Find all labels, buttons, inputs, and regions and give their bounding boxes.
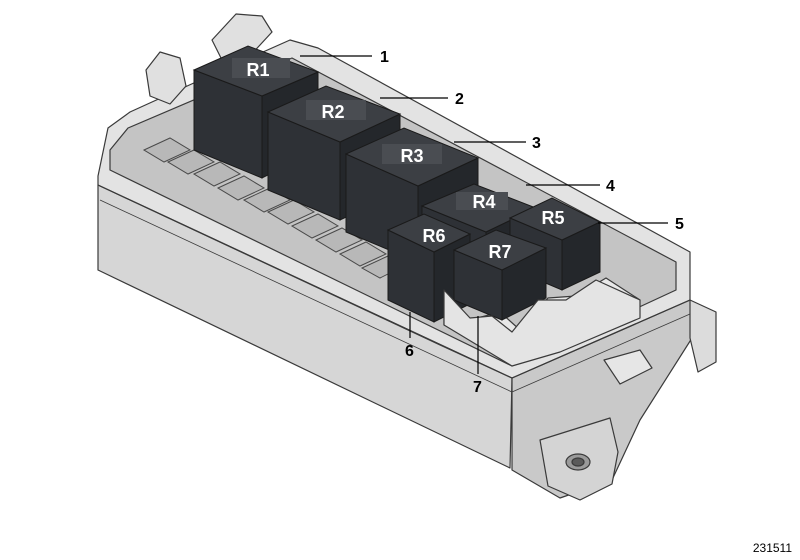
relay-r1-label-plate [232,58,290,78]
fuse-slot [290,213,340,239]
relay-r4-label-plate [456,192,508,210]
callout-number-5: 5 [675,216,684,233]
housing-lip-line [97,184,691,379]
relay-r1-label: R1 [246,60,269,80]
fuse-slot [192,161,242,187]
relay-r6-label: R6 [422,226,445,246]
callout-number-2: 2 [455,91,464,108]
mounting-hole-inner [571,457,585,467]
fuse-slot [266,199,316,225]
callouts [300,55,668,374]
relay-r7-top [452,229,548,271]
fuse-slots [142,137,406,279]
diagram-id: 231511 [753,541,792,555]
fuse-slot [142,137,192,163]
callout-number-7: 7 [473,379,482,396]
relay-r5-label: R5 [541,208,564,228]
relay-r7-label: R7 [488,242,511,262]
callout-number-1: 1 [380,49,389,66]
fuse-slot [166,149,216,175]
housing-lip-line-lower [99,199,691,393]
callout-number-4: 4 [606,178,615,195]
relay-r6-top [386,213,472,253]
relay-r5-top [508,197,602,241]
relay-r3-label: R3 [400,146,423,166]
relay-r4-label: R4 [472,192,495,212]
fuse-slot [216,175,266,201]
callout-numbers: 1 2 3 4 5 6 7 [380,49,684,396]
front-socket-lip [443,279,641,367]
relay-r7: R7 [452,229,548,321]
left-clip-tab [145,51,187,105]
relay-r3-label-plate [382,144,442,164]
relay-r2-label: R2 [321,102,344,122]
relays: R1 R2 R3 R4 [192,45,602,323]
fuse-slot [338,241,388,267]
callout-number-3: 3 [532,135,541,152]
callout-number-6: 6 [405,343,414,360]
side-latch [689,299,717,373]
relay-r2-label-plate [306,100,366,120]
side-latch-hook [603,349,653,385]
